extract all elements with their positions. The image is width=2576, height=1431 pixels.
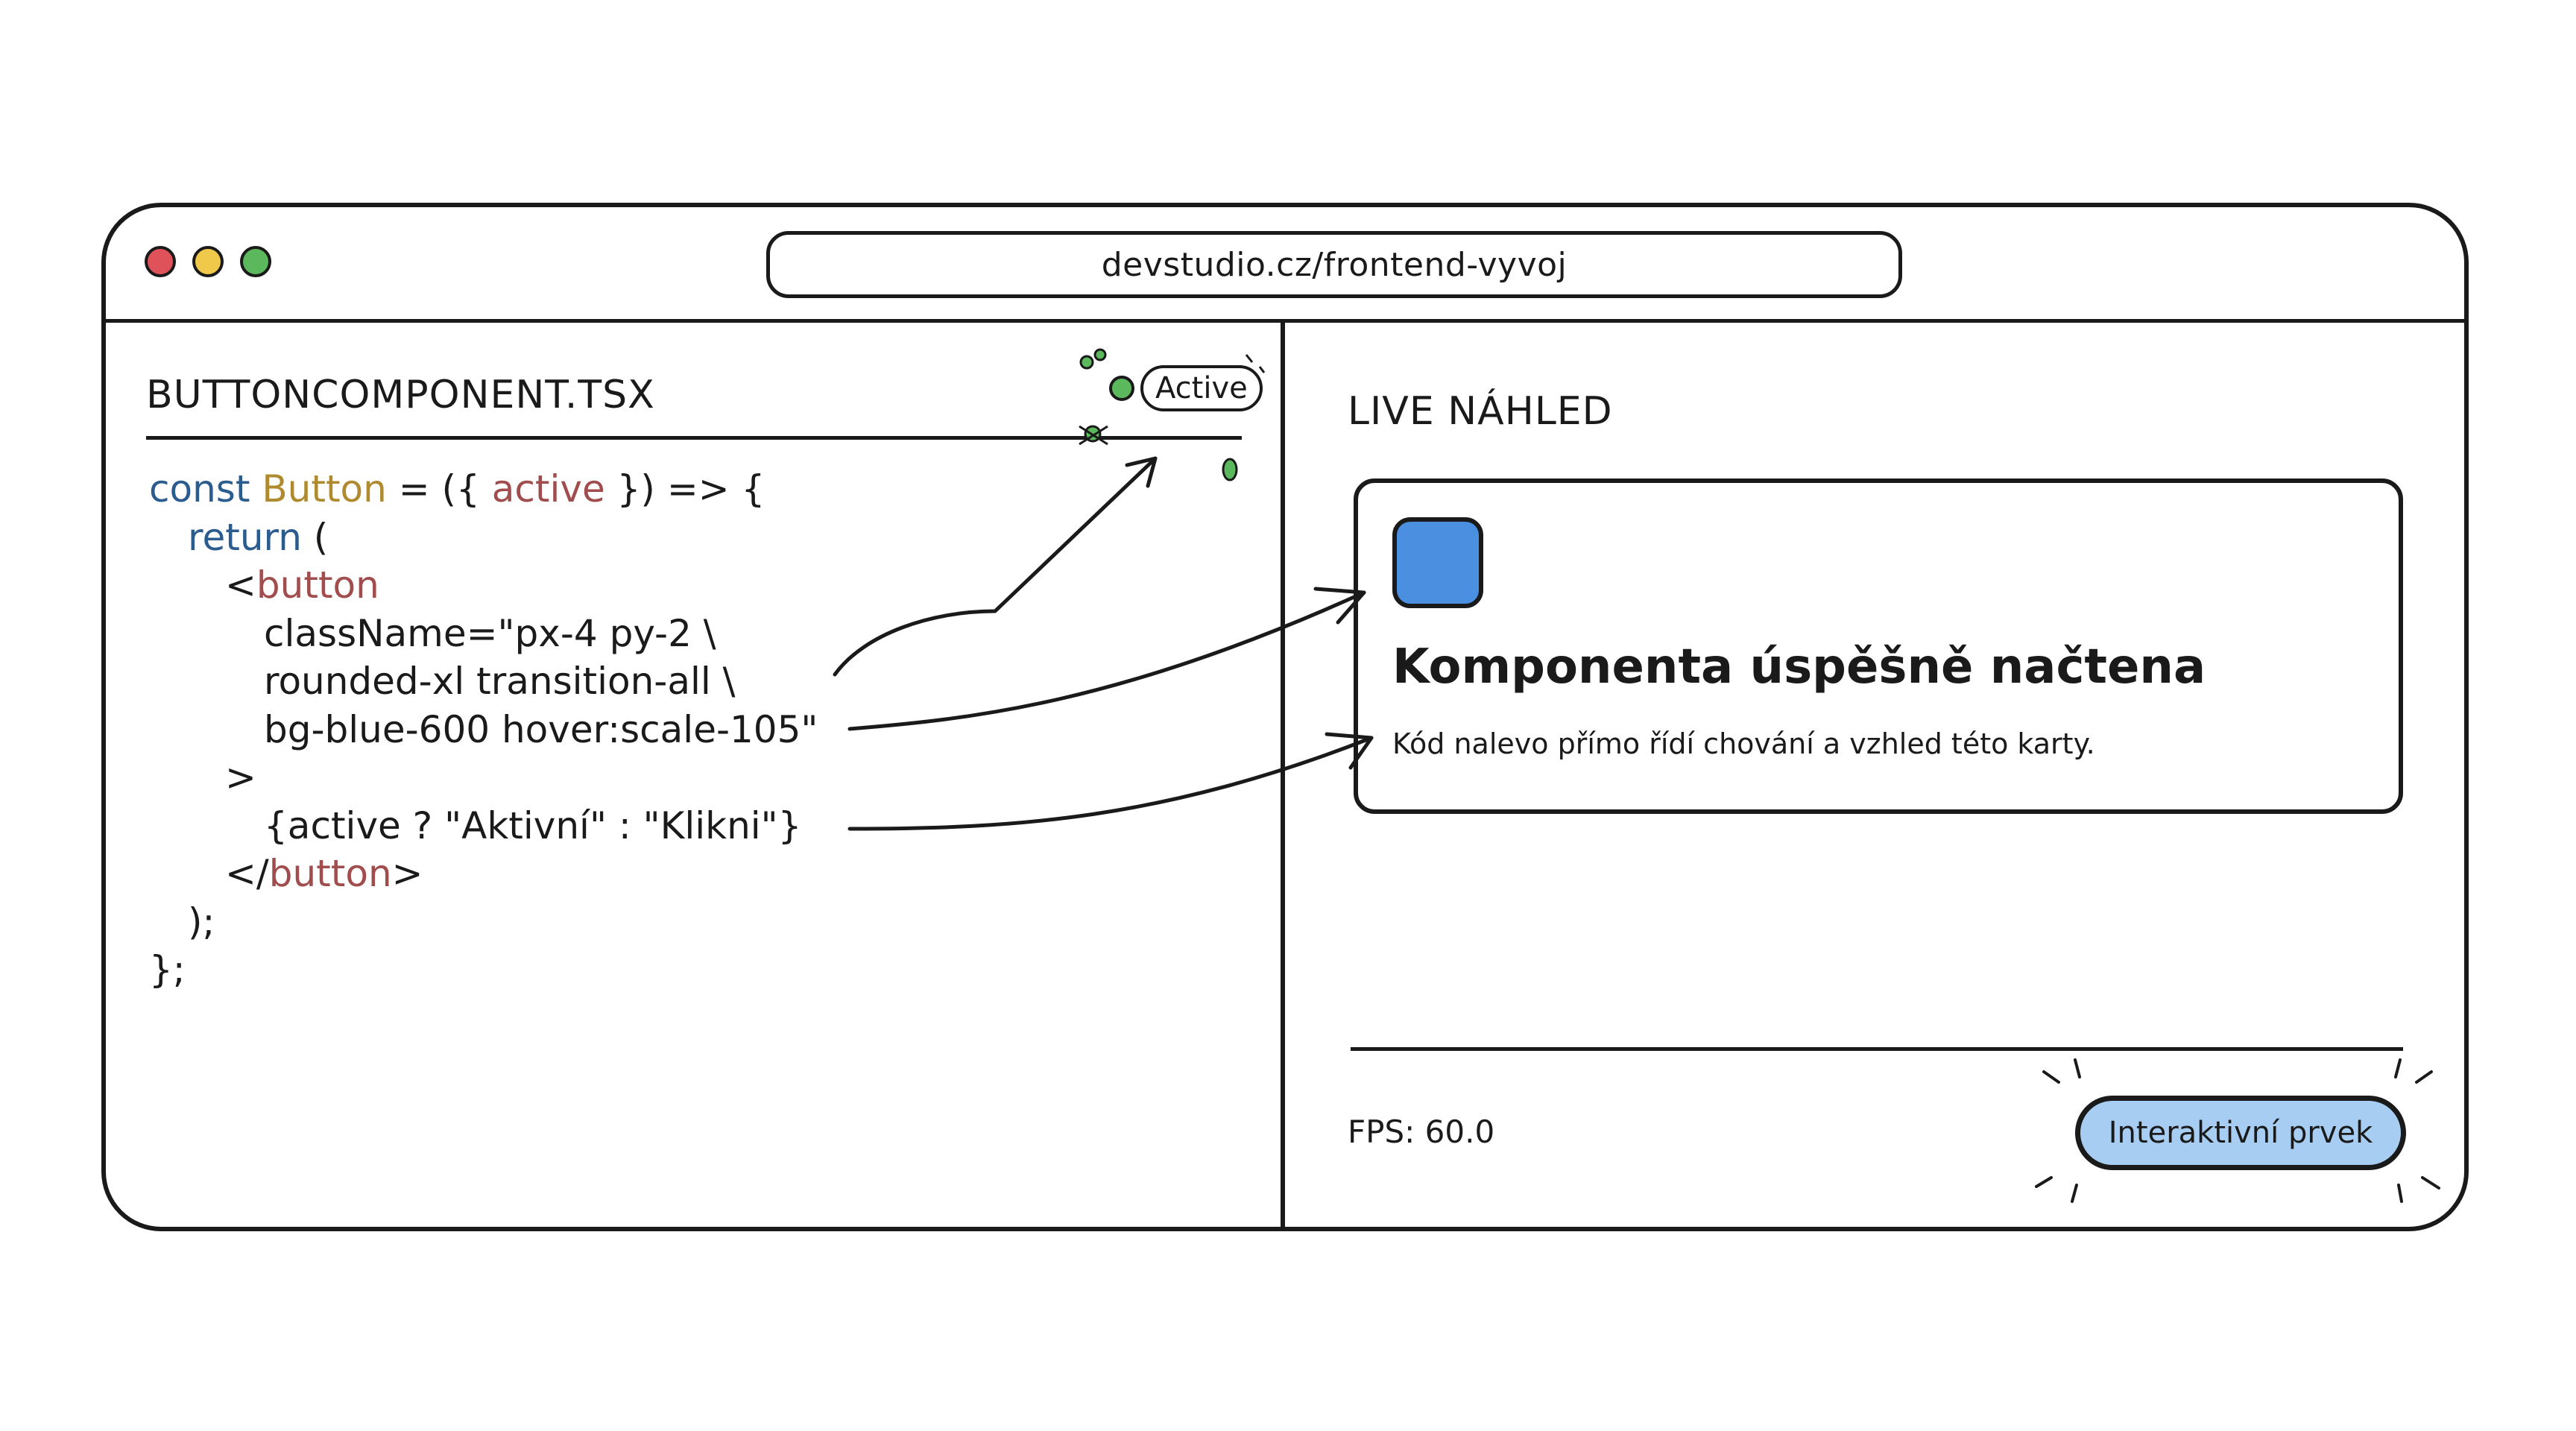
code-line-11: }; [149, 948, 186, 991]
code-text: </ [225, 852, 269, 895]
code-tag: button [256, 563, 379, 607]
minimize-window-button[interactable] [192, 246, 224, 277]
status-dot-icon [1109, 376, 1134, 401]
code-line-10: ); [188, 900, 215, 944]
fps-counter: FPS: 60.0 [1348, 1113, 1495, 1150]
preview-title: LIVE NÁHLED [1348, 389, 1613, 434]
card-heading: Komponenta úspěšně načtena [1392, 639, 2206, 695]
arrow-to-status-icon [833, 456, 1158, 677]
code-text: = ({ [386, 467, 492, 511]
code-line-7: > [225, 756, 256, 799]
doodle-icon [1079, 348, 1266, 481]
pane-divider [1281, 322, 1285, 1228]
button-sparkle-icon [2035, 1058, 2440, 1203]
status-indicator: Active [1109, 365, 1263, 411]
maximize-window-button[interactable] [240, 246, 271, 277]
titlebar-divider [101, 319, 2469, 323]
code-line-4: className="px-4 py-2 \ [264, 611, 716, 655]
code-prop: active [491, 467, 605, 511]
code-line-3: <button [149, 561, 818, 610]
address-bar-url: devstudio.cz/frontend-vyvoj [1101, 245, 1568, 284]
arrow-to-card-text-head-icon [1325, 732, 1374, 770]
code-keyword: return [188, 515, 302, 559]
arrow-to-card-top-head-icon [1313, 587, 1366, 625]
code-text: > [391, 852, 423, 895]
code-line-8: {active ? "Aktivní" : "Klikni"} [264, 803, 802, 847]
status-badge: Active [1140, 365, 1263, 411]
blue-square-icon [1392, 517, 1483, 608]
code-editor[interactable]: const Button = ({ active }) => { return … [149, 465, 818, 994]
preview-footer-divider [1351, 1047, 2403, 1051]
file-title: BUTTONCOMPONENT.TSX [146, 373, 655, 417]
code-text: }) => { [604, 467, 765, 511]
arrow-to-card-top-icon [847, 590, 1366, 731]
code-component-name: Button [262, 467, 387, 511]
browser-window [101, 203, 2469, 1231]
preview-card [1354, 478, 2403, 814]
arrow-to-status-head-icon [1125, 456, 1158, 488]
code-line-2: return ( [149, 514, 818, 562]
arrow-to-card-text-icon [847, 736, 1374, 831]
code-text: < [225, 563, 256, 607]
interactive-element-button[interactable]: Interaktivní prvek [2075, 1096, 2406, 1170]
file-title-underline [146, 436, 1242, 440]
card-description: Kód nalevo přímo řídí chování a vzhled t… [1392, 727, 2095, 760]
code-tag: button [268, 852, 392, 895]
code-keyword: const [149, 467, 250, 511]
code-line-6: bg-blue-600 hover:scale-105" [264, 707, 818, 751]
code-text: ( [301, 515, 329, 559]
code-line-5: rounded-xl transition-all \ [264, 660, 736, 703]
close-window-button[interactable] [145, 246, 176, 277]
code-line-1: const Button = ({ active }) => { [149, 465, 818, 514]
code-line-9: </button> [149, 850, 818, 898]
address-bar[interactable]: devstudio.cz/frontend-vyvoj [766, 231, 1902, 298]
